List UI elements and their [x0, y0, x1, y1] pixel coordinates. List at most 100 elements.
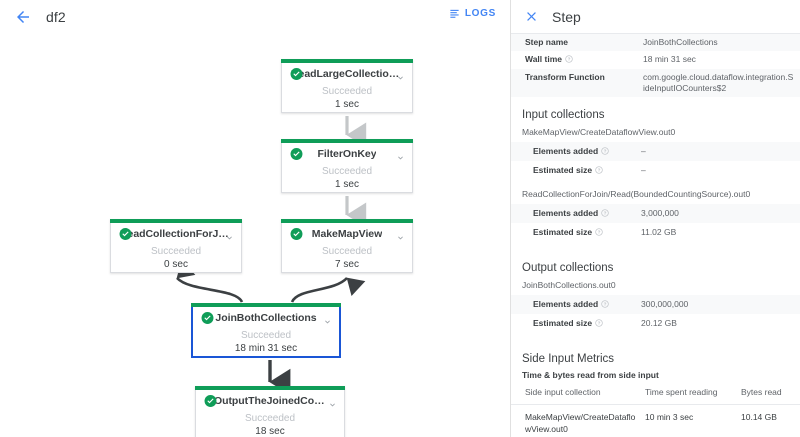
success-check-icon [119, 228, 132, 241]
output-collections-title: Output collections [522, 262, 614, 274]
node-time-label: 18 sec [255, 426, 285, 437]
node-name-label: MakeMapView [311, 228, 383, 240]
close-icon[interactable] [518, 4, 544, 30]
chevron-down-icon[interactable] [396, 70, 405, 80]
pane-divider[interactable] [510, 0, 511, 437]
chevron-down-icon[interactable] [323, 314, 332, 324]
metric-row: Estimated size?11.02 GB [511, 223, 800, 242]
summary-key: Transform Function [511, 69, 643, 97]
help-icon[interactable]: ? [601, 146, 609, 158]
summary-key: Wall time? [511, 51, 643, 69]
metric-value: – [641, 165, 646, 175]
metric-row: Elements added?– [511, 142, 800, 161]
node-header: JoinBothCollections [193, 307, 339, 329]
metric-row: Estimated size?20.12 GB [511, 314, 800, 333]
chevron-down-icon[interactable] [396, 150, 405, 160]
metric-key: Estimated size? [511, 161, 641, 180]
node-header: MakeMapView [282, 223, 412, 245]
node-status-bar [281, 219, 413, 223]
help-icon[interactable]: ? [595, 165, 603, 177]
metric-key: Elements added? [511, 142, 641, 161]
input-collection-name: MakeMapView/CreateDataflowView.out0 [522, 127, 676, 137]
success-check-icon [204, 395, 217, 408]
node-name-label: FilterOnKey [317, 148, 377, 160]
chevron-down-icon[interactable] [225, 230, 234, 240]
node-header: OutputTheJoinedCollec… [196, 390, 344, 412]
metric-value: – [641, 142, 800, 161]
svg-text:?: ? [598, 229, 601, 234]
node-header: ReadCollectionForJoin [111, 223, 241, 245]
success-check-icon [290, 228, 303, 241]
help-icon[interactable]: ? [595, 227, 603, 239]
metric-row: Elements added?300,000,000 [511, 295, 800, 314]
help-icon[interactable]: ? [595, 318, 603, 330]
node-header: FilterOnKey [282, 143, 412, 165]
top-bar: df2 LOGS [0, 0, 510, 35]
step-panel-header: Step [511, 0, 800, 34]
metric-key: Estimated size? [511, 314, 641, 333]
logs-button[interactable]: LOGS [449, 8, 496, 19]
chevron-down-icon[interactable] [396, 230, 405, 240]
svg-text:?: ? [604, 301, 607, 306]
svg-text:?: ? [604, 148, 607, 153]
svg-text:?: ? [568, 57, 571, 62]
node-name-label: OutputTheJoinedCollec… [214, 395, 326, 407]
metric-row: Elements added?3,000,000 [511, 204, 800, 223]
node-status-label: Succeeded [321, 86, 373, 97]
node-time-label: 7 sec [335, 259, 359, 270]
summary-key: Step name [511, 34, 643, 51]
output-collection-name: JoinBothCollections.out0 [522, 280, 616, 290]
group-spacer [511, 333, 800, 341]
side-input-cell: 10 min 3 sec [645, 404, 741, 437]
node-status-bar [110, 219, 242, 223]
side-input-cell: MakeMapView/CreateDataflowView.out0 [511, 404, 645, 437]
side-input-column-header: Bytes read [741, 384, 800, 405]
node-status-label: Succeeded [321, 166, 373, 177]
side-input-cell: 10.14 GB [741, 404, 800, 437]
node-status-label: Succeeded [240, 330, 292, 341]
svg-text:?: ? [598, 320, 601, 325]
metric-key: Elements added? [511, 204, 641, 223]
group-spacer [511, 242, 800, 250]
node-status-label: Succeeded [150, 246, 202, 257]
graph-node-output-the-joined-collection[interactable]: OutputTheJoinedCollec… Succeeded 18 sec [195, 386, 345, 437]
node-status-label: Succeeded [244, 413, 296, 424]
job-name-title: df2 [46, 9, 66, 25]
logs-button-label: LOGS [464, 8, 496, 19]
metric-key: Estimated size? [511, 223, 641, 242]
node-name-label: ReadLargeCollectionFr… [291, 68, 403, 80]
success-check-icon [201, 312, 214, 325]
node-status-bar [195, 386, 345, 390]
back-arrow-icon[interactable] [8, 2, 38, 32]
success-check-icon [290, 148, 303, 161]
side-input-column-header: Side input collection [511, 384, 645, 405]
svg-text:?: ? [598, 167, 601, 172]
node-status-bar [191, 303, 341, 307]
help-icon[interactable]: ? [601, 208, 609, 220]
help-icon[interactable]: ? [601, 299, 609, 311]
node-header: ReadLargeCollectionFr… [282, 63, 412, 85]
summary-row: Wall time?18 min 31 sec [511, 51, 800, 69]
side-input-metrics-title: Side Input Metrics [522, 353, 615, 365]
metric-value: 20.12 GB [641, 318, 677, 328]
help-icon[interactable]: ? [565, 55, 573, 66]
step-panel-title: Step [552, 8, 581, 25]
chevron-down-icon[interactable] [328, 397, 337, 407]
metric-row: Estimated size?– [511, 161, 800, 180]
